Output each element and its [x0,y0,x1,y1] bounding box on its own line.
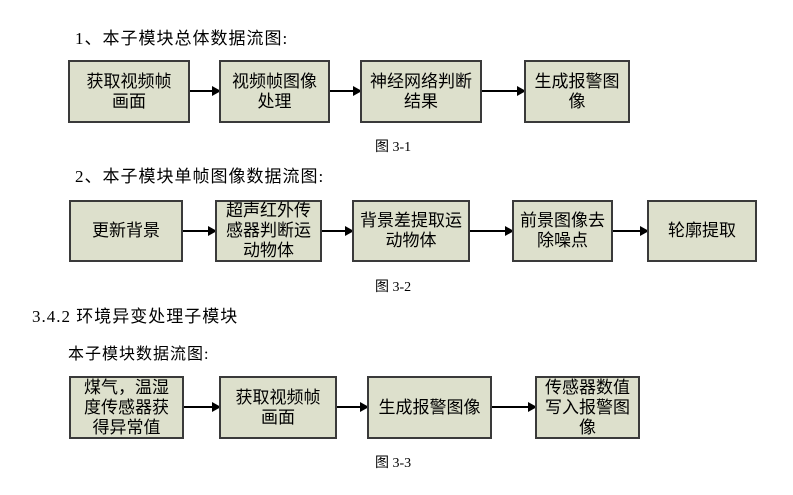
flow-arrow [322,226,354,236]
flow-box-foreground-denoise: 前景图像去 除噪点 [512,200,613,262]
flow-box-contour-extraction: 轮廓提取 [647,200,757,262]
section-3-heading: 3.4.2 环境异变处理子模块 [32,307,239,326]
flow-box-ultrasonic-infrared-sensor: 超声红外传 感器判断运 动物体 [215,200,322,262]
flow-arrow [492,402,537,412]
flow-box-generate-alarm-image-2: 生成报警图像 [367,376,492,439]
flow-arrow [613,226,649,236]
flow-arrow [482,86,526,96]
flow-box-get-video-frame: 获取视频帧 画面 [68,60,190,123]
section-2-heading: 2、本子模块单帧图像数据流图: [75,167,325,186]
flow-box-get-video-frame-2: 获取视频帧 画面 [219,376,337,439]
section-1-heading: 1、本子模块总体数据流图: [75,29,289,48]
flow-box-write-sensor-value: 传感器数值 写入报警图 像 [535,376,640,439]
section-3-subheading: 本子模块数据流图: [68,346,210,363]
flow-box-nn-result: 神经网络判断 结果 [360,60,482,123]
flow-box-background-subtraction: 背景差提取运 动物体 [352,200,470,262]
flow-arrow [183,226,217,236]
figure-caption-3-1: 图 3-1 [375,140,412,155]
figure-caption-3-2: 图 3-2 [375,280,412,295]
flow-arrow [190,86,221,96]
flow-arrow [470,226,514,236]
flow-box-update-background: 更新背景 [69,200,183,262]
flow-box-frame-processing: 视频帧图像 处理 [219,60,330,123]
figure-caption-3-3: 图 3-3 [375,456,412,471]
flow-box-generate-alarm-image: 生成报警图 像 [524,60,630,123]
flow-arrow [184,402,221,412]
flow-arrow [330,86,362,96]
flow-arrow [337,402,369,412]
flow-box-sensor-abnormal-value: 煤气，温湿 度传感器获 得异常值 [69,376,184,439]
